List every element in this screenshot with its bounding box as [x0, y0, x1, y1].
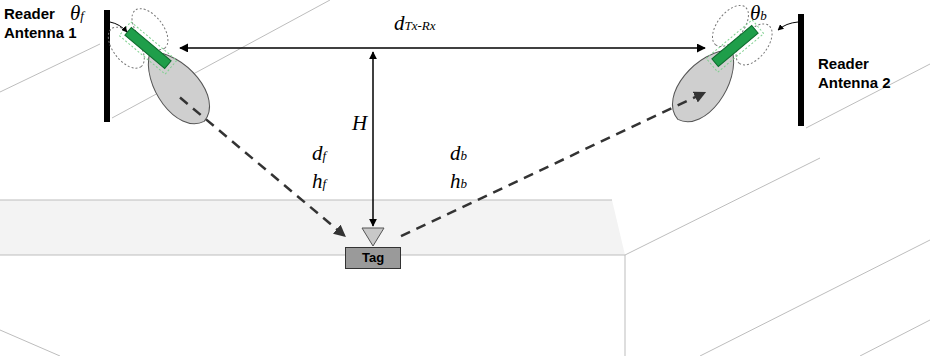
tag-text: Tag — [362, 248, 384, 268]
signal-path — [180, 98, 345, 237]
label-anchor: hf — [312, 170, 326, 195]
label-anchor: hb — [450, 170, 467, 195]
angle-label: θf — [70, 2, 84, 27]
channel-label: hb — [450, 170, 467, 195]
distance-label: df — [312, 142, 326, 167]
label-anchor: θf — [70, 2, 84, 27]
tag-box: Tag — [345, 247, 401, 269]
distance-label: dTx-Rx — [394, 12, 436, 37]
distance-arrow — [180, 47, 705, 49]
distance-label: db — [450, 142, 467, 167]
tag-antenna-symbol — [362, 228, 384, 246]
reader-antenna-node: Reader Antenna 2 — [705, 4, 925, 122]
tag-node: Tag — [345, 224, 401, 269]
height-label: H — [352, 112, 367, 137]
label-anchor: H — [352, 112, 367, 137]
label-anchor: θb — [750, 2, 767, 27]
label-anchor: df — [312, 142, 326, 167]
reader-antenna-2-symbol — [655, 0, 804, 136]
signal-path — [401, 93, 705, 237]
antenna-name: Reader Antenna 2 — [818, 54, 918, 92]
label-anchor: dTx-Rx — [394, 12, 436, 37]
label-anchor: db — [450, 142, 467, 167]
angle-label: θb — [750, 2, 767, 27]
channel-label: hf — [312, 170, 326, 195]
reader-antenna-node: Reader Antenna 1 — [2, 4, 180, 114]
height-arrow — [372, 52, 374, 226]
